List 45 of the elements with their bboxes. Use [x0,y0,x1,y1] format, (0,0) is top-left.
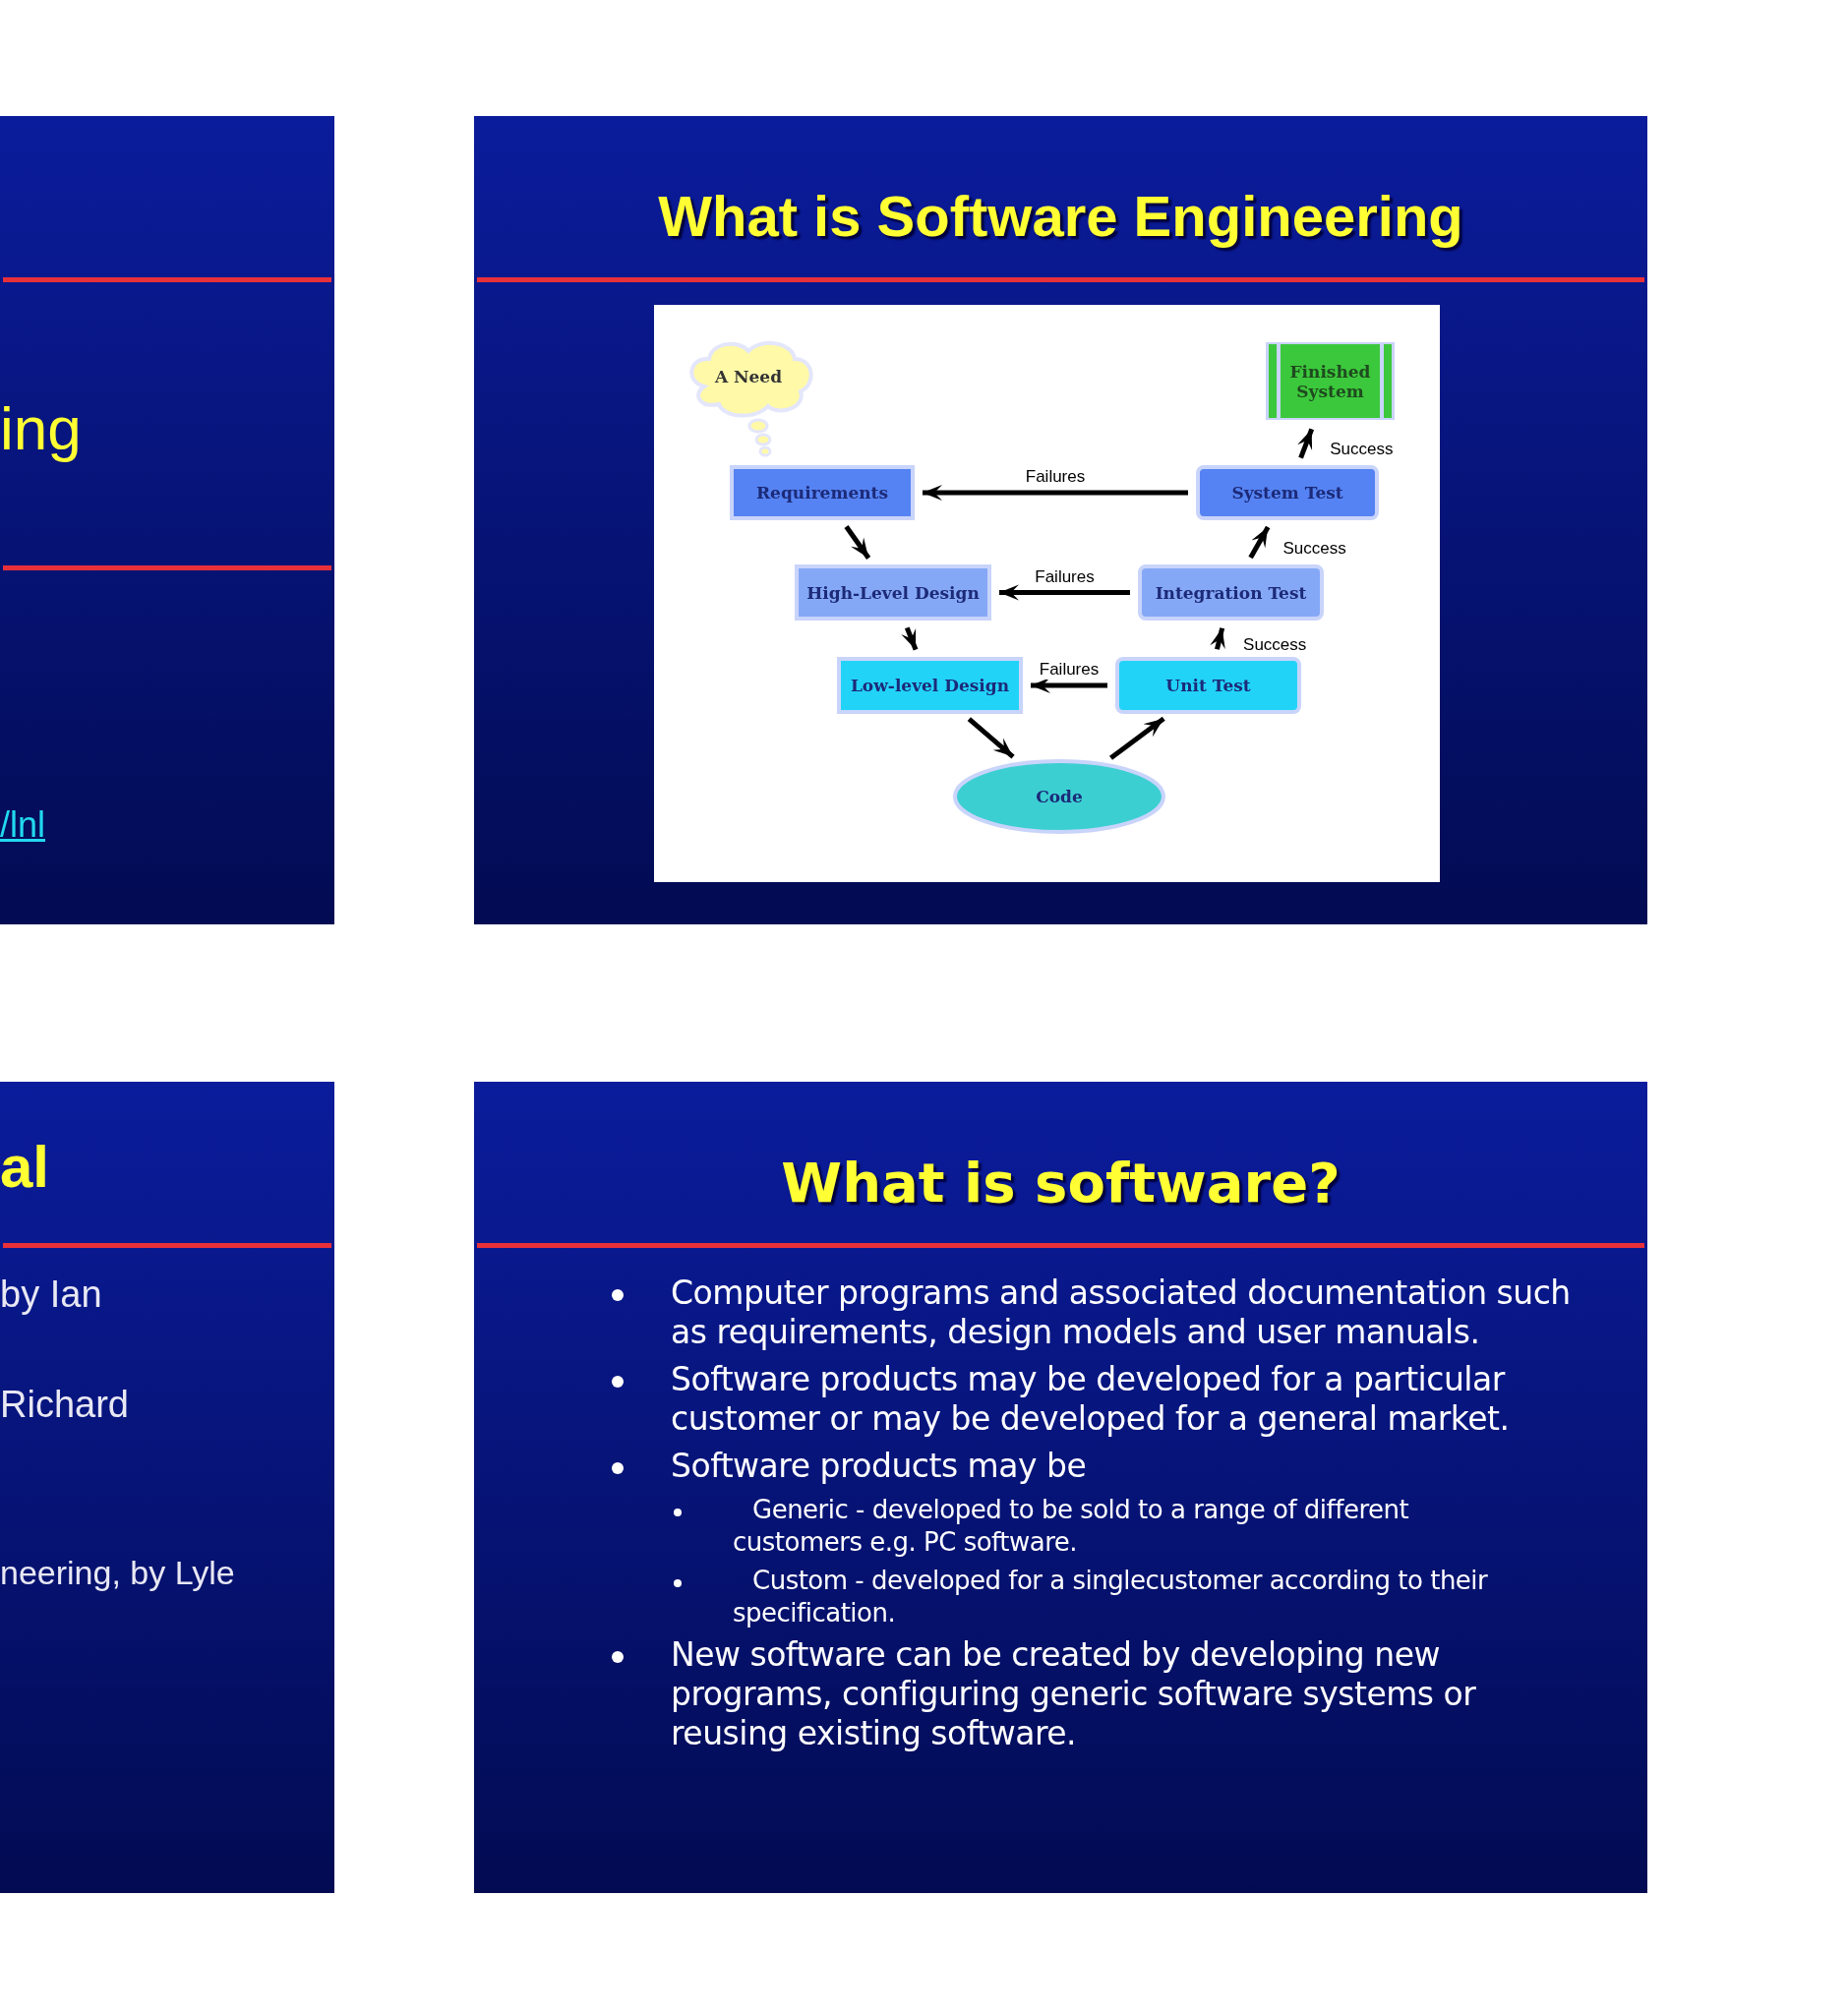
arrow [923,485,1188,501]
code-ellipse [953,759,1165,834]
bullet-text: New software can be created by developing new programs, configuring generic software systems or reusing existing software. [671,1635,1477,1753]
bullet-text: Software products may be [671,1447,1088,1486]
test-box [1196,465,1379,520]
link: /lnl [0,804,46,846]
arrow [1109,716,1165,760]
node-label: Unit Test [1165,676,1251,695]
reference-text: Richard [0,1384,129,1426]
reference-text: neering, by Lyle [0,1554,235,1592]
process-box [795,564,991,621]
node-label: Low-level Design [850,676,1010,695]
process-box [837,657,1023,714]
node-label: Requirements [756,483,888,503]
node-label: High-Level Design [806,582,980,603]
slide-panel [474,116,1647,924]
arrow [1210,627,1225,650]
node-label: Integration Test [1155,582,1307,603]
node-label: A Need [714,367,783,386]
node-label: System Test [1231,483,1343,503]
bullet-text: Software products may be developed for a particular customer or may be developed for a general market. [671,1360,1511,1439]
node-label: Finished System [1288,361,1372,401]
arrow [1248,525,1271,560]
arrow [1297,428,1315,459]
test-box [1138,564,1324,621]
bullet-text: Generic - developed to be sold to a range of different customers e.g. PC software. [733,1494,1410,1559]
arrow [967,717,1015,759]
reference-text: by Ian [0,1274,102,1316]
arrow [999,584,1130,601]
process-box [730,465,915,520]
slide-panel [474,1082,1647,1893]
test-box [1115,657,1301,714]
arrow [901,626,919,651]
arrow [1031,678,1107,693]
slide-panel [0,116,334,924]
result-box [1264,340,1397,422]
slide-title-fragment: ing [0,393,82,463]
node-label: Code [1036,787,1083,806]
slide-panel [0,1082,334,1893]
slide-title-fragment: al [0,1133,50,1201]
slide-title: What is software? [780,1151,1341,1214]
slide-title: What is Software Engineering [657,183,1464,249]
bullet-text: Computer programs and associated documentation such as requirements, design models and user manuals. [671,1274,1572,1352]
bullet-text: Custom - developed for a singlecustomer according to their specification. [733,1565,1489,1629]
arrow [844,525,871,560]
